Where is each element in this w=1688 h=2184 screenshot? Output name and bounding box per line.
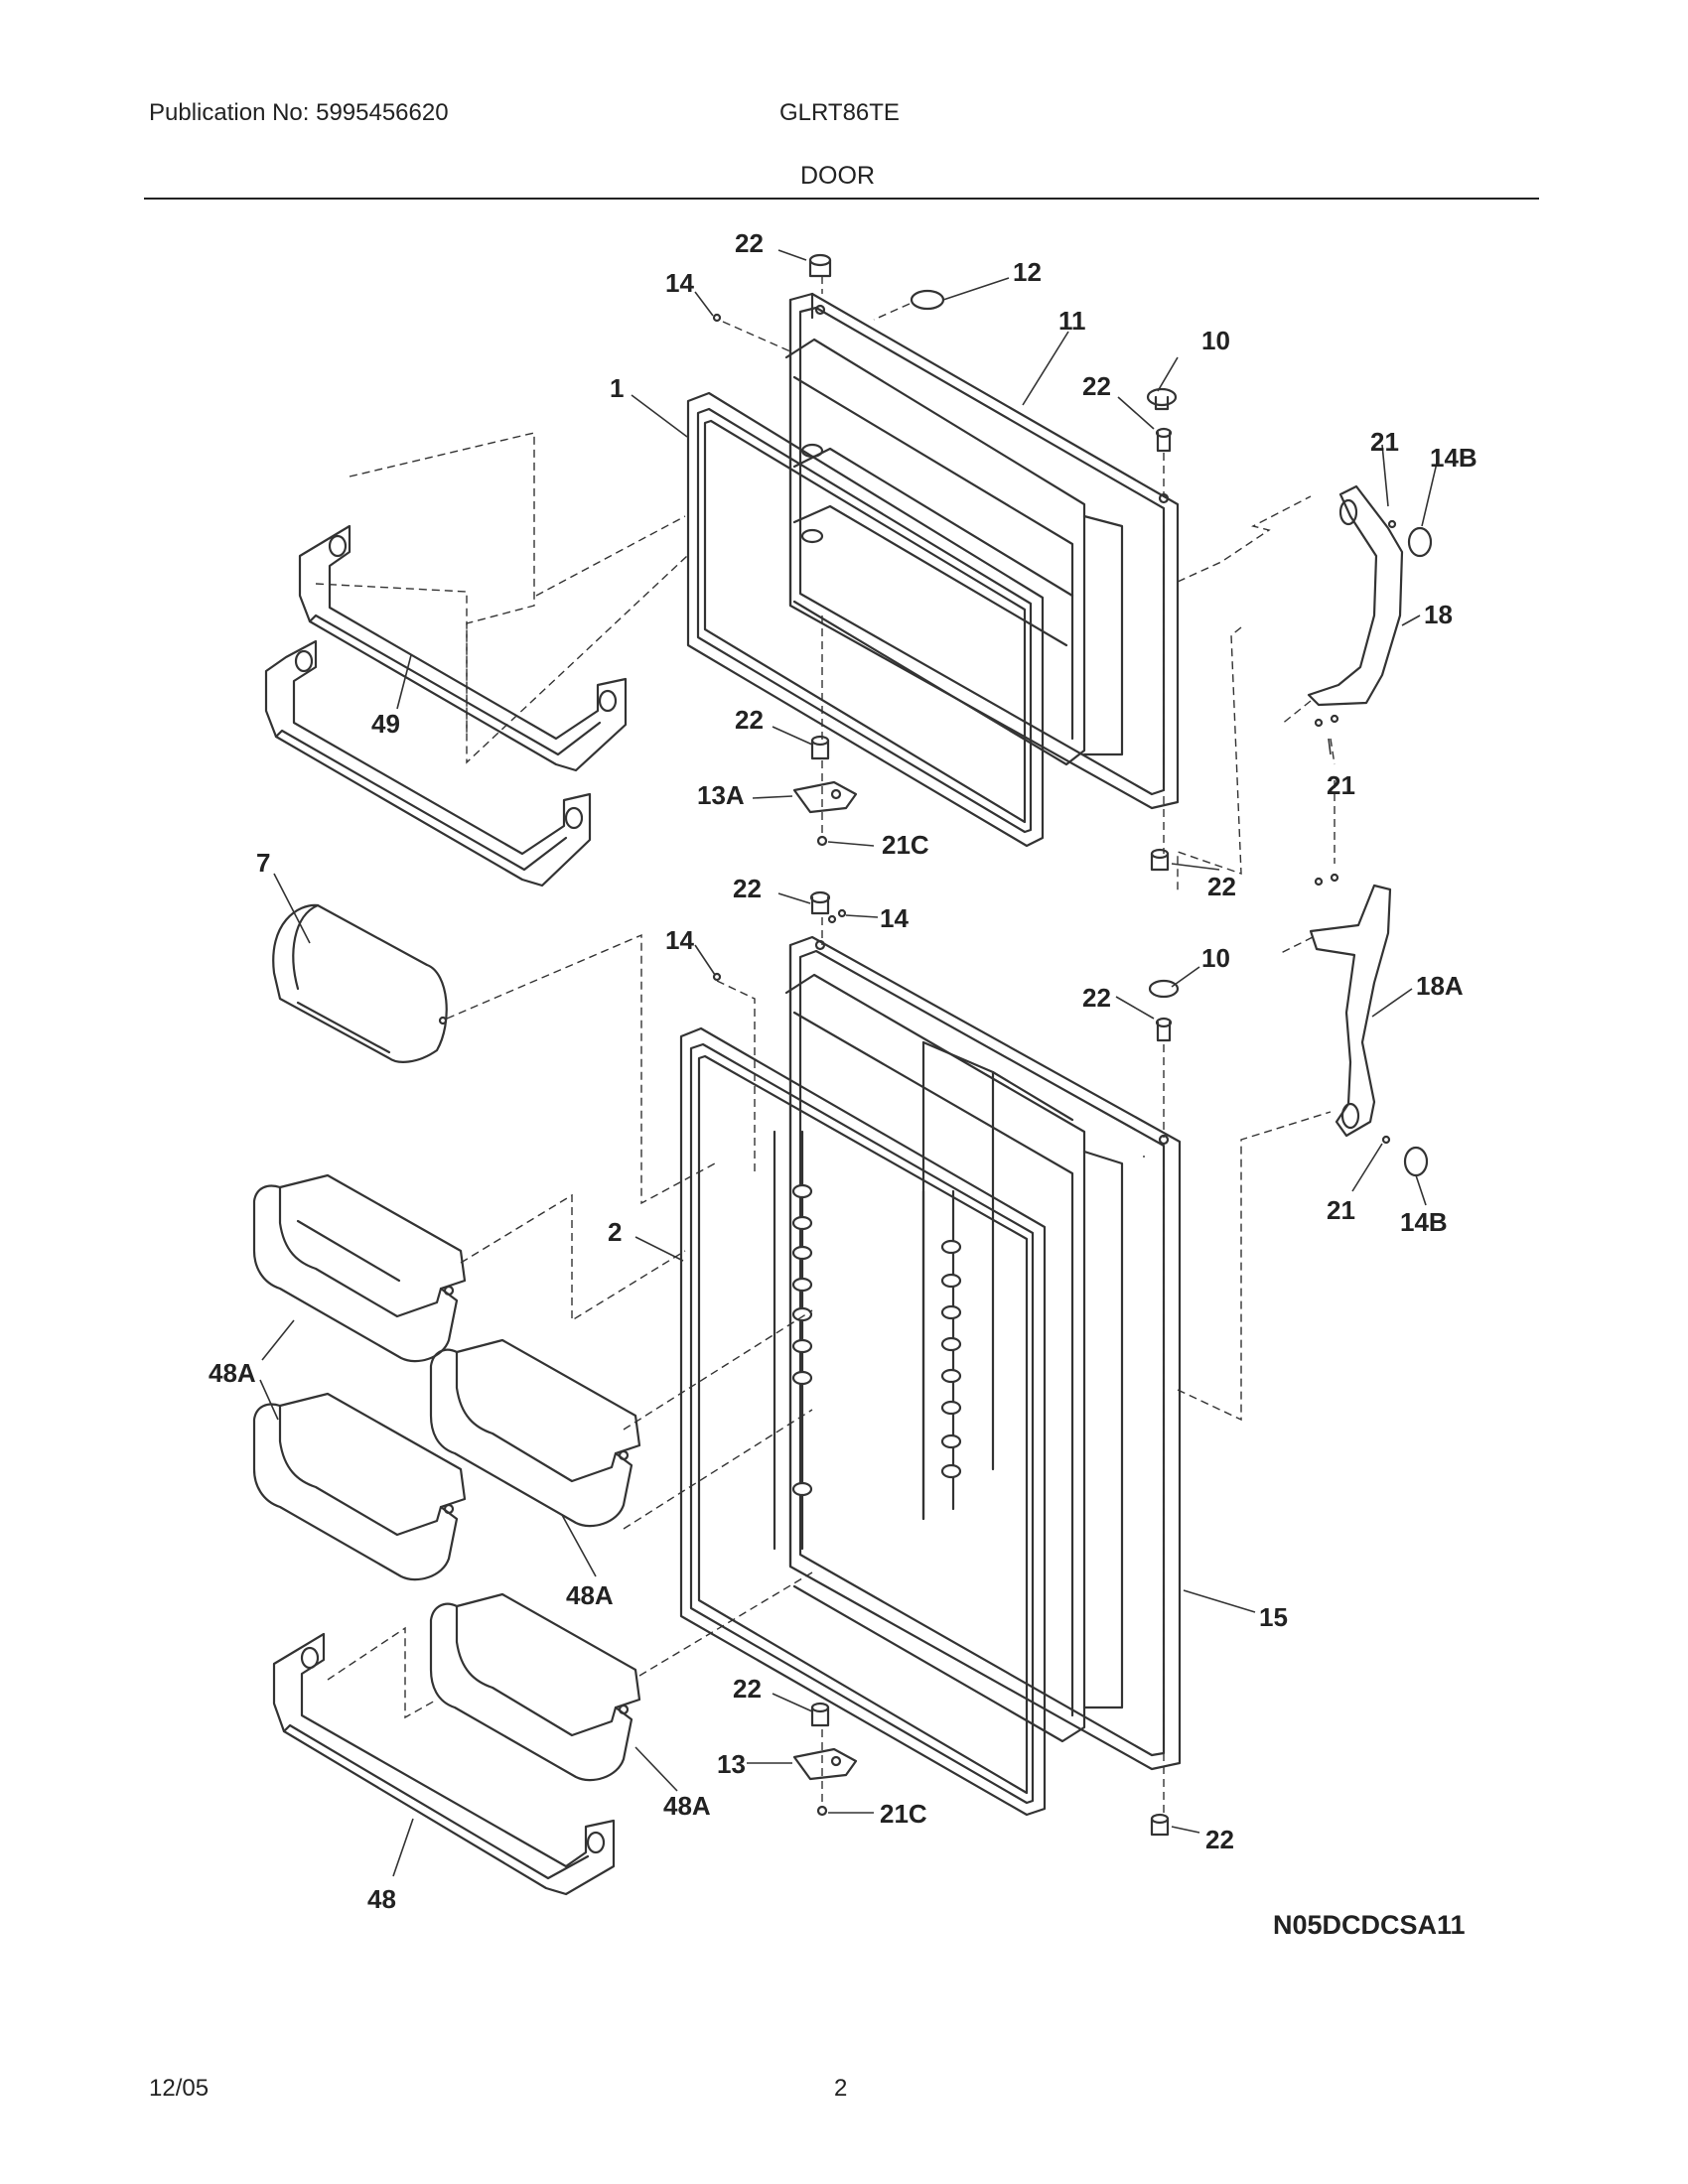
callout-label: 13	[717, 1749, 746, 1779]
callout-label: 48A	[209, 1358, 256, 1388]
freezer-door-shelf-lower	[264, 639, 592, 887]
callout-label: 21	[1370, 427, 1399, 457]
callout-label: 22	[733, 874, 762, 903]
fresh-food-door-handle	[1309, 873, 1429, 1177]
callout-label: 14	[665, 925, 694, 955]
screw-14-lower-left	[712, 972, 722, 982]
publication-number: Publication No: 5995456620	[149, 99, 449, 126]
callout-label: 14	[880, 903, 909, 933]
door-bin-middle-right	[429, 1338, 641, 1528]
callout-label: 22	[1205, 1825, 1234, 1854]
screw-21C-upper	[816, 835, 828, 847]
callout-label: 48A	[566, 1580, 614, 1610]
callout-label: 2	[608, 1217, 622, 1247]
callout-label: 15	[1259, 1602, 1288, 1632]
callout-label: 11	[1058, 306, 1086, 336]
callout-label: 22	[1082, 371, 1111, 401]
callout-label: 14	[665, 268, 694, 298]
upper-bushing-22b	[1155, 427, 1173, 453]
callout-label: 12	[1013, 257, 1042, 287]
callout-label: 14B	[1400, 1207, 1448, 1237]
fresh-food-door-panel	[773, 935, 1182, 1771]
fresh-food-door-shelf	[272, 1632, 616, 1896]
callout-label: 14B	[1430, 443, 1477, 473]
callout-label: 18	[1424, 600, 1453, 629]
callout-label: 10	[1201, 943, 1230, 973]
upper-bottom-bushing-22	[810, 735, 830, 760]
freezer-door-handle	[1307, 484, 1433, 728]
callout-label: 22	[735, 228, 764, 258]
callout-label: 48	[367, 1884, 396, 1914]
freezer-door-gasket	[686, 391, 1045, 848]
callout-label: 22	[1207, 872, 1236, 901]
lower-lower-bushing-22	[1150, 1813, 1170, 1837]
callout-label: 48A	[663, 1791, 711, 1821]
callout-label: 1	[610, 373, 624, 403]
header-rule	[144, 198, 1539, 200]
callout-label: 22	[1082, 983, 1111, 1013]
door-cam-13A	[792, 780, 858, 814]
model-number: GLRT86TE	[779, 99, 900, 126]
upper-hinge-bushing-top	[808, 253, 832, 278]
lower-hinge-cap-10	[1148, 979, 1180, 999]
upper-lower-bushing-22	[1150, 848, 1170, 872]
lower-top-bushing-22	[809, 890, 831, 915]
lower-bushing-22b	[1155, 1017, 1173, 1042]
callout-label: 7	[256, 848, 270, 878]
callout-label: 22	[733, 1674, 762, 1704]
callout-label: 21C	[882, 830, 929, 860]
dairy-compartment	[272, 903, 448, 1063]
freezer-door-shelf-upper	[298, 524, 628, 772]
callout-label: 10	[1201, 326, 1230, 355]
upper-door-stop-plate-12	[910, 289, 945, 311]
section-title: DOOR	[800, 162, 875, 190]
lower-bottom-bushing-22	[810, 1702, 830, 1727]
screw-14-upper-left	[712, 313, 722, 323]
door-bin-lower-right	[429, 1592, 641, 1782]
callout-label: 22	[735, 705, 764, 735]
door-bin-lower-left	[252, 1392, 467, 1581]
freezer-door-panel	[784, 292, 1180, 810]
callout-label: 21	[1327, 770, 1355, 800]
upper-hinge-cap-10	[1146, 387, 1178, 411]
callout-label: 21	[1327, 1195, 1355, 1225]
callout-label: 21C	[880, 1799, 927, 1829]
footer-date: 12/05	[149, 2075, 210, 2102]
callout-label: 49	[371, 709, 400, 739]
page-number: 2	[834, 2075, 848, 2102]
screw-21C-lower	[816, 1805, 828, 1817]
door-cam-13	[792, 1747, 858, 1781]
door-bin-upper-left	[252, 1173, 467, 1363]
lower-screws-14	[827, 908, 847, 924]
fresh-food-door-gasket	[679, 1026, 1047, 1817]
callout-label: 13A	[697, 780, 745, 810]
diagram-code: N05DCDCSA11	[1273, 1910, 1466, 1940]
callout-label: 18A	[1416, 971, 1464, 1001]
